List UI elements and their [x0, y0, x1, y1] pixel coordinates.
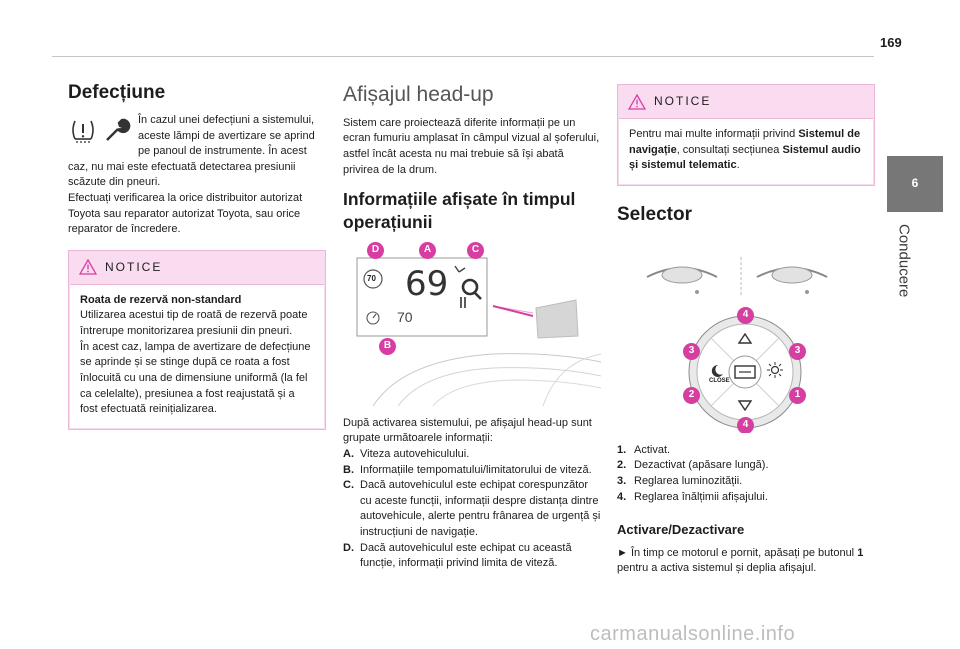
hud-items-list: A.Viteza autovehiculului. B.Informațiile… — [343, 447, 601, 572]
wrench-icon — [106, 118, 131, 141]
list-item: C.Dacă autovehiculul este echipat coresp… — [343, 479, 601, 539]
list-item: D.Dacă autovehiculul este echipat cu ace… — [343, 541, 572, 570]
hud-subtitle: Informațiile afișate în timpul operațiun… — [343, 189, 576, 232]
hud-label-a: A — [419, 241, 436, 259]
selector-badge-3-right: 3 — [789, 342, 806, 360]
warning-icons — [68, 115, 132, 145]
hud-label-d: D — [367, 241, 384, 259]
warning-triangle-icon — [79, 259, 97, 276]
section-title-defect: Defecțiune — [68, 82, 166, 103]
hud-speed: 69 — [405, 263, 449, 304]
notice-label: NOTICE — [654, 94, 712, 108]
close-label: CLOSE — [709, 377, 730, 384]
section-title-selector: Selector — [617, 203, 692, 225]
page-number: 169 — [880, 35, 902, 50]
notice-header: NOTICE — [69, 251, 325, 284]
notice-box-navigation: NOTICE Pentru mai multe informații privi… — [617, 84, 875, 186]
column-right: NOTICE Pentru mai multe informații privi… — [617, 84, 875, 577]
notice-text: Utilizarea acestui tip de roată de rezer… — [80, 309, 308, 338]
selector-illustration — [646, 256, 828, 429]
defect-para2: Efectuați verificarea la orice distribui… — [68, 192, 303, 236]
selector-badge-4-top: 4 — [737, 306, 754, 324]
chapter-label: Conducere — [895, 224, 913, 298]
selector-badge-4-bottom: 4 — [737, 416, 754, 433]
hud-cruise-value: 70 — [397, 308, 413, 325]
selector-badge-2: 2 — [683, 386, 700, 404]
hud-intro: Sistem care proiectează diferite informa… — [343, 116, 600, 176]
selector-badge-3-left: 3 — [683, 342, 700, 360]
notice-body: Roata de rezervă non-standard Utilizarea… — [70, 283, 324, 428]
list-item: A.Viteza autovehiculului. — [343, 447, 470, 460]
list-item: 2.Dezactivat (apăsare lungă). — [617, 459, 769, 472]
notice-body: Pentru mai multe informații privind Sist… — [619, 118, 873, 184]
column-left: Defecțiune În cazul unei defecțiuni a si… — [68, 80, 326, 430]
section-title-hud: Afișajul head-up — [343, 83, 494, 106]
defect-intro-text: În cazul unei defecțiuni a sistemului, a… — [68, 113, 315, 189]
notice-label: NOTICE — [105, 259, 163, 274]
tyre-pressure-warning-icon — [72, 120, 94, 143]
list-item: B.Informațiile tempomatului/limitatorulu… — [343, 463, 592, 476]
hud-illustration — [356, 257, 601, 406]
chapter-tab[interactable]: 6 — [887, 156, 943, 212]
notice-box-spare-wheel: NOTICE Roata de rezervă non-standard Uti… — [68, 249, 326, 430]
list-item: 3.Reglarea luminozității. — [617, 475, 743, 488]
activation-text: ► În timp ce motorul e pornit, apăsați p… — [617, 546, 864, 575]
notice-text: Pentru mai multe informații privind Sist… — [629, 128, 861, 172]
hud-figure: 70 69 70 D A C B — [343, 241, 601, 406]
activation-subtitle: Activare/Dezactivare — [617, 522, 745, 538]
watermark: carmanualsonline.info — [590, 623, 796, 645]
notice-heading: Roata de rezervă non-standard — [80, 293, 242, 306]
list-item: 4.Reglarea înălțimii afișajului. — [617, 490, 768, 503]
hud-label-c: C — [467, 241, 484, 259]
warning-triangle-icon — [628, 93, 646, 110]
top-rule — [52, 56, 874, 57]
selector-items-list: 1.Activat. 2.Dezactivat (apăsare lungă).… — [617, 443, 875, 505]
list-item: 1.Activat. — [617, 443, 671, 456]
notice-text2: În acest caz, lampa de avertizare de def… — [80, 340, 311, 416]
hud-after-text: După activarea sistemului, pe afișajul h… — [343, 416, 592, 445]
hud-label-b: B — [379, 337, 396, 355]
selector-figure: CLOSE 4 3 3 2 1 4 — [617, 236, 875, 433]
notice-header: NOTICE — [618, 85, 874, 118]
column-middle: Afișajul head-up Sistem care proiectează… — [343, 80, 601, 572]
defect-intro: În cazul unei defecțiuni a sistemului, a… — [68, 113, 326, 238]
hud-limit-sign: 70 — [367, 273, 376, 283]
selector-badge-1: 1 — [789, 386, 806, 404]
